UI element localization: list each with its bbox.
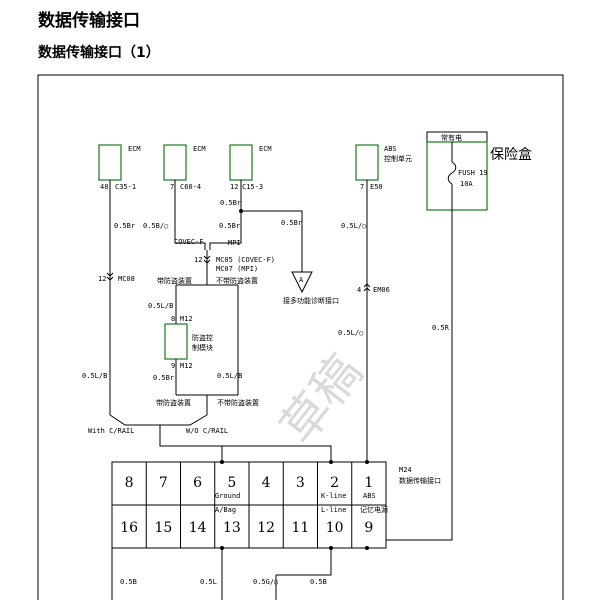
ecm1-connector: C35-1 (115, 183, 136, 191)
dlc-top-pin-1: 1 (364, 475, 373, 491)
wire-label-ecm3: 0.5Br (219, 222, 240, 230)
theft-conn-bottom: M12 (180, 362, 193, 370)
em06-label: EM06 (373, 286, 390, 294)
dlc-bottom-pin-11: 11 (291, 520, 309, 536)
ground-text: 接多功能诊断接口 (283, 296, 339, 305)
dlc-top-pin-6: 6 (193, 475, 202, 491)
label-with-theft-bottom: 带防盗装置 (156, 398, 191, 407)
dlc-top-pin-3: 3 (296, 475, 305, 491)
ecm2-connector: C60-4 (180, 183, 201, 191)
ecm3-connector: C15-3 (242, 183, 263, 191)
dlc-connector-id: M24 (399, 466, 412, 474)
theft-label-1: 防盗控 (192, 333, 213, 342)
dlc-bottom-pin-12: 12 (257, 520, 275, 536)
wire-fuse (367, 210, 453, 541)
ecm1-component: ECM 48 C35-1 (98, 144, 141, 191)
dlc-bottom-pin-16: 16 (120, 520, 138, 536)
ecm3-label: ECM (259, 145, 272, 153)
ground-label-a: A (299, 276, 304, 284)
wire-label-05lb-mod: 0.5L/B (148, 302, 173, 310)
abs-pin: 7 (360, 183, 364, 191)
wire-label-05g-bot: 0.5G/○ (253, 578, 278, 586)
theft-conn-top: M12 (180, 315, 193, 323)
wire-label-05lb-left: 0.5L/B (82, 372, 107, 380)
label-no-theft-bottom: 不带防盗装置 (217, 398, 259, 407)
wire-label-abs-top: 0.5L/○ (341, 222, 366, 230)
splice-num: 12 (194, 256, 202, 264)
dlc-top-pin-5: 5 (227, 475, 236, 491)
dlc-connector-name: 数据传输接口 (399, 476, 441, 485)
wire-label-abs-bottom: 0.5L/○ (338, 329, 363, 337)
pin1-label: ABS (363, 492, 376, 500)
label-with-theft: 带防盗装置 (157, 276, 192, 285)
fuse-box-name: 保险盒 (490, 146, 532, 163)
dlc-bottom-pin-10: 10 (326, 520, 344, 536)
label-no-theft: 不带防盗装置 (216, 276, 258, 285)
wire-label-05b-bot2: 0.5B (310, 578, 327, 586)
fuse-box-power-label: 常有电 (441, 133, 462, 142)
page-title: 数据传输接口 (38, 11, 140, 31)
splice-mc08: MC08 (118, 275, 135, 283)
wire-label-ecm3-top: 0.5Br (220, 199, 241, 207)
label-wo-crail: W/O C/RAIL (186, 427, 228, 435)
abs-label-cn: 控制单元 (384, 154, 412, 163)
wire-label-05l-bot: 0.5L (200, 578, 217, 586)
fuse-label: FUSH 19 (458, 169, 488, 177)
diagram-frame (37, 74, 564, 600)
wire-label-ecm2: 0.5B/○ (143, 222, 168, 230)
dlc-bottom-pin-13: 13 (223, 520, 241, 536)
ground-triangle (291, 271, 313, 294)
dlc-top-pin-4: 4 (262, 475, 271, 491)
dlc-bottom-pin-9: 9 (364, 520, 373, 536)
theft-label-2: 制模块 (192, 343, 213, 352)
ecm2-component: ECM 7 C60-4 (163, 144, 206, 191)
fuse-rating: 10A (460, 180, 473, 188)
abs-component: ABS 控制单元 7 E50 (355, 144, 412, 191)
fuse-box: 常有电 保险盒 FUSH 19 10A (426, 131, 532, 211)
ecm3-pin: 12 (230, 183, 238, 191)
ecm1-pin: 48 (100, 183, 108, 191)
wire-label-ecm1: 0.5Br (114, 222, 135, 230)
label-covec-f: COVEC-F (174, 238, 204, 246)
wire-label-05lb-right: 0.5L/B (217, 372, 242, 380)
wire-label-05b-bot: 0.5B (120, 578, 137, 586)
abs-connector: E50 (370, 183, 383, 191)
page-subtitle: 数据传输接口（1） (38, 45, 160, 61)
wire-label-05br-mod: 0.5Br (153, 374, 174, 382)
dlc-top-pin-7: 7 (159, 475, 168, 491)
splice-mc08-num: 12 (98, 275, 106, 283)
label-with-crail: With C/RAIL (88, 427, 134, 435)
pin5-label: Ground (215, 492, 240, 500)
pin13-label: A/Bag (215, 506, 236, 514)
ecm3-component: ECM 12 C15-3 (229, 144, 272, 191)
dlc-top-pin-2: 2 (330, 475, 339, 491)
theft-pin-bottom: 9 (171, 362, 175, 370)
splice-mc07: MC07 (MPI) (216, 265, 258, 273)
dlc-connector: 8 7 6 5 4 3 2 1 16 15 14 13 12 11 10 9 Ground K-line A… (111, 461, 388, 549)
ecm2-label: ECM (193, 145, 206, 153)
wire-label-05r: 0.5R (432, 324, 450, 332)
theft-pin-top: 8 (171, 315, 175, 323)
abs-label: ABS (384, 145, 397, 153)
splice-mc05: MC05 (COVEC-F) (216, 256, 275, 264)
em06-num: 4 (357, 286, 361, 294)
fuse-symbol (447, 161, 457, 185)
dlc-bottom-pin-15: 15 (154, 520, 172, 536)
pin10-label: L-line (321, 506, 346, 514)
pin2-label: K-line (321, 492, 346, 500)
ecm1-label: ECM (128, 145, 141, 153)
dlc-bottom-pin-14: 14 (189, 520, 207, 536)
theft-module: 8 M12 防盗控 制模块 9 M12 (164, 315, 213, 370)
dlc-top-pin-8: 8 (125, 475, 134, 491)
ecm2-pin: 7 (170, 183, 174, 191)
pin9-label: 记忆电源 (360, 505, 388, 514)
wire-label-ecm3-right: 0.5Br (281, 219, 302, 227)
label-mpi: MPI (228, 239, 241, 247)
draft-watermark: 草稿 (270, 344, 373, 454)
